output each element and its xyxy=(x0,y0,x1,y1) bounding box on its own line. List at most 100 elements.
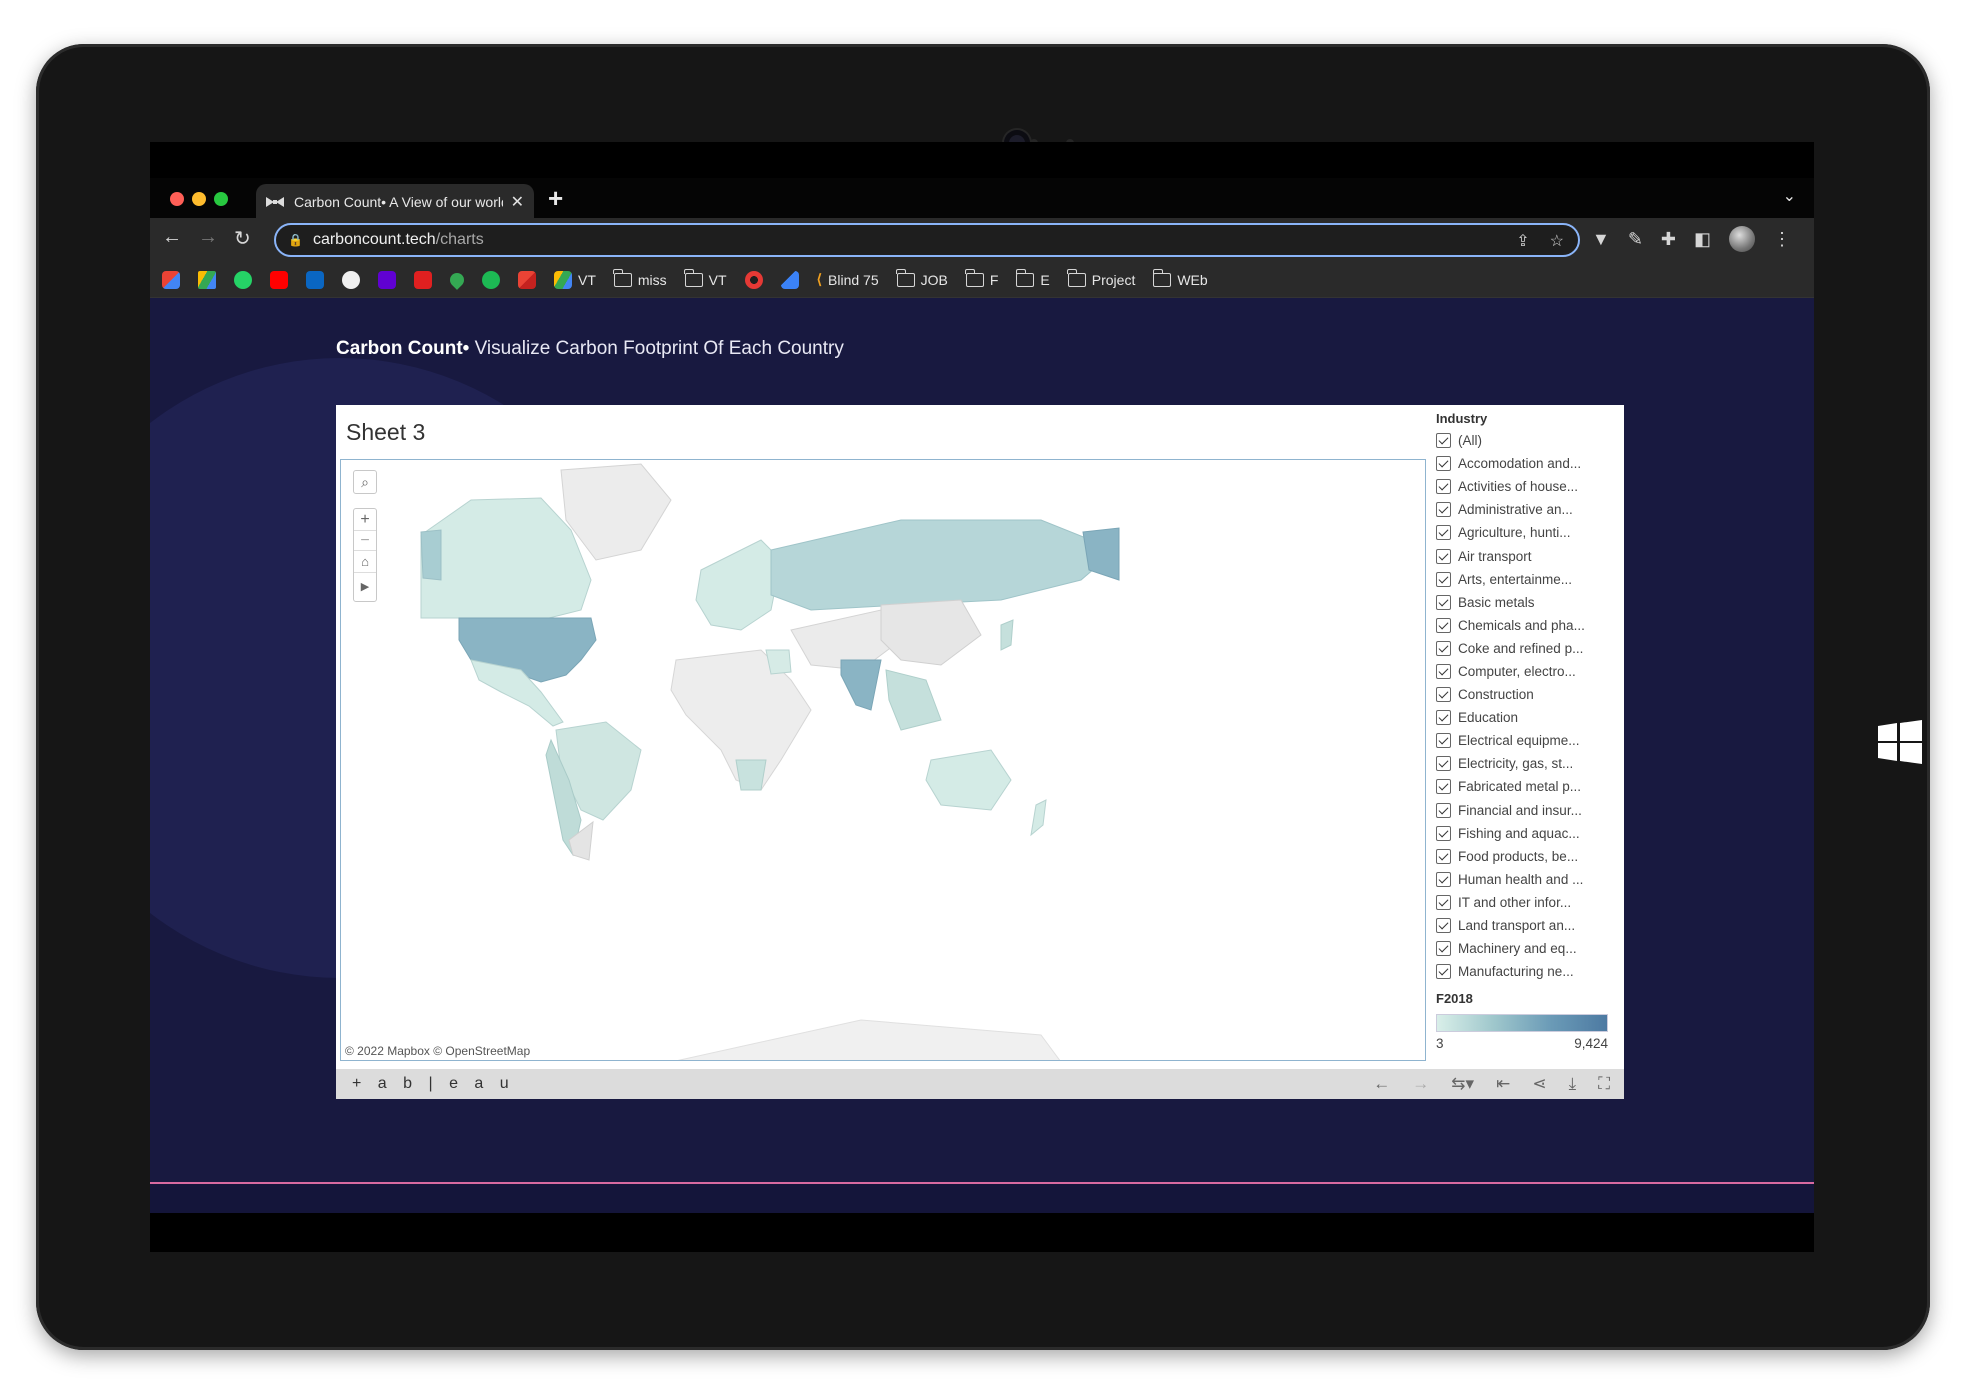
side-panel-icon[interactable]: ◧ xyxy=(1694,228,1712,249)
extension-pen-icon[interactable]: ✎ xyxy=(1627,228,1643,249)
checkbox-checked-icon[interactable] xyxy=(1436,640,1451,656)
checkbox-checked-icon[interactable] xyxy=(1436,479,1451,495)
extensions-puzzle-icon[interactable]: ✚ xyxy=(1660,228,1677,249)
checkbox-checked-icon[interactable] xyxy=(1436,594,1451,610)
industry-option[interactable]: Manufacturing ne... xyxy=(1436,960,1616,983)
industry-option[interactable]: (All) xyxy=(1436,429,1616,452)
checkbox-checked-icon[interactable] xyxy=(1436,710,1451,726)
checkbox-checked-icon[interactable] xyxy=(1436,848,1451,864)
industry-option[interactable]: Administrative an... xyxy=(1436,498,1616,521)
industry-option[interactable]: Activities of house... xyxy=(1436,475,1616,498)
checkbox-checked-icon[interactable] xyxy=(1436,433,1451,449)
checkbox-checked-icon[interactable] xyxy=(1436,502,1451,518)
checkbox-checked-icon[interactable] xyxy=(1436,617,1451,633)
checkbox-checked-icon[interactable] xyxy=(1436,871,1451,887)
checkbox-checked-icon[interactable] xyxy=(1436,456,1451,472)
industry-option[interactable]: IT and other infor... xyxy=(1436,891,1616,914)
industry-option[interactable]: Basic metals xyxy=(1436,591,1616,614)
close-window-button[interactable] xyxy=(170,192,184,206)
windows-logo-icon[interactable] xyxy=(1878,720,1922,764)
youtube-bookmark-icon[interactable] xyxy=(270,270,288,289)
gmail-bookmark-icon[interactable] xyxy=(162,270,180,289)
bookmark-blind-75[interactable]: ⟨Blind 75 xyxy=(817,271,879,288)
linkedin-bookmark-icon[interactable] xyxy=(306,270,324,289)
industry-option[interactable]: Food products, be... xyxy=(1436,845,1616,868)
undo-icon[interactable]: ← xyxy=(1373,1074,1391,1093)
download-icon[interactable]: ⤓ xyxy=(1568,1074,1577,1093)
checkbox-checked-icon[interactable] xyxy=(1436,779,1451,795)
bookmark-star-icon[interactable]: ☆ xyxy=(1549,233,1564,250)
revert-icon[interactable]: ⇆▾ xyxy=(1451,1074,1475,1093)
bookmark-folder-job[interactable]: JOB xyxy=(896,268,948,288)
world-map[interactable]: ⌕ + − ⌂ ▶ © 2022 Mapbox © OpenStreetMap xyxy=(340,459,1426,1061)
zoom-in-icon[interactable]: + xyxy=(354,509,376,531)
forward-arrow-icon[interactable]: → xyxy=(198,226,218,248)
spotify-bookmark-icon[interactable] xyxy=(482,270,500,289)
drive-bookmark-icon[interactable] xyxy=(198,270,216,289)
map-attribution[interactable]: © 2022 Mapbox © OpenStreetMap xyxy=(345,1044,531,1058)
yahoo-bookmark-icon[interactable] xyxy=(378,270,396,289)
checkbox-checked-icon[interactable] xyxy=(1436,525,1451,541)
checkbox-checked-icon[interactable] xyxy=(1436,802,1451,818)
checkbox-checked-icon[interactable] xyxy=(1436,733,1451,749)
maximize-window-button[interactable] xyxy=(214,192,228,206)
home-icon[interactable]: ⌂ xyxy=(354,551,376,573)
industry-option[interactable]: Coke and refined p... xyxy=(1436,637,1616,660)
reload-icon[interactable]: ↻ xyxy=(234,228,251,250)
reset-icon[interactable]: ⇤ xyxy=(1496,1074,1511,1093)
checkbox-checked-icon[interactable] xyxy=(1436,825,1451,841)
industry-option[interactable]: Electrical equipme... xyxy=(1436,729,1616,752)
bookmark-folder-project[interactable]: Project xyxy=(1067,268,1135,288)
industry-option[interactable]: Land transport an... xyxy=(1436,914,1616,937)
industry-option[interactable]: Fabricated metal p... xyxy=(1436,775,1616,798)
industry-option[interactable]: Computer, electro... xyxy=(1436,660,1616,683)
share-icon[interactable]: ⋖ xyxy=(1532,1074,1547,1093)
bookmark-folder-miss[interactable]: miss xyxy=(613,268,667,288)
industry-option[interactable]: Human health and ... xyxy=(1436,868,1616,891)
red-app-bookmark-icon[interactable] xyxy=(414,270,432,289)
checkbox-checked-icon[interactable] xyxy=(1436,687,1451,703)
triangle-app-bookmark-icon[interactable] xyxy=(780,270,799,289)
industry-option[interactable]: Air transport xyxy=(1436,544,1616,567)
industry-option[interactable]: Machinery and eq... xyxy=(1436,937,1616,960)
checkbox-checked-icon[interactable] xyxy=(1436,663,1451,679)
tab-search-chevron-icon[interactable]: ⌄ xyxy=(1782,188,1796,205)
checkbox-checked-icon[interactable] xyxy=(1436,548,1451,564)
tab-close-icon[interactable]: ✕ xyxy=(510,194,524,211)
checkbox-checked-icon[interactable] xyxy=(1436,571,1451,587)
extension-v-icon[interactable]: ▼ xyxy=(1592,228,1610,249)
tab-carbon-count[interactable]: Carbon Count• A View of our world ✕ xyxy=(256,184,534,220)
expand-arrow-icon[interactable]: ▶ xyxy=(360,581,370,593)
checkbox-checked-icon[interactable] xyxy=(1436,918,1451,934)
red-wheel-bookmark-icon[interactable] xyxy=(744,270,763,289)
industry-option[interactable]: Arts, entertainme... xyxy=(1436,568,1616,591)
minimize-window-button[interactable] xyxy=(192,192,206,206)
bookmark-folder-web[interactable]: WEb xyxy=(1152,268,1208,288)
profile-avatar[interactable] xyxy=(1729,226,1756,252)
bookmark-folder-e[interactable]: E xyxy=(1015,268,1050,288)
industry-option[interactable]: Chemicals and pha... xyxy=(1436,614,1616,637)
github-bookmark-icon[interactable] xyxy=(342,270,360,289)
address-bar[interactable]: 🔒 carboncount.tech/charts ⇪ ☆ xyxy=(274,223,1580,257)
map-search-button[interactable]: ⌕ xyxy=(353,470,377,494)
back-arrow-icon[interactable]: ← xyxy=(162,226,182,248)
industry-option[interactable]: Accomodation and... xyxy=(1436,452,1616,475)
bookmark-folder-f[interactable]: F xyxy=(965,268,998,288)
industry-option[interactable]: Agriculture, hunti... xyxy=(1436,521,1616,544)
whatsapp-bookmark-icon[interactable] xyxy=(234,270,252,289)
industry-option[interactable]: Construction xyxy=(1436,683,1616,706)
browser-menu-icon[interactable]: ⋮ xyxy=(1773,228,1792,249)
redo-icon[interactable]: → xyxy=(1412,1074,1430,1093)
fullscreen-icon[interactable]: ⛶ xyxy=(1598,1074,1610,1093)
new-tab-button[interactable]: + xyxy=(548,183,564,213)
industry-option[interactable]: Financial and insur... xyxy=(1436,799,1616,822)
zoom-out-icon[interactable]: − xyxy=(354,531,376,551)
share-icon[interactable]: ⇪ xyxy=(1516,233,1530,250)
gmail-2-bookmark-icon[interactable] xyxy=(518,270,536,289)
checkbox-checked-icon[interactable] xyxy=(1436,756,1451,772)
checkbox-checked-icon[interactable] xyxy=(1436,894,1451,910)
industry-option[interactable]: Electricity, gas, st... xyxy=(1436,752,1616,775)
maps-bookmark-icon[interactable] xyxy=(447,269,467,290)
tableau-logo[interactable]: + a b | e a u xyxy=(352,1075,515,1092)
industry-option[interactable]: Fishing and aquac... xyxy=(1436,822,1616,845)
